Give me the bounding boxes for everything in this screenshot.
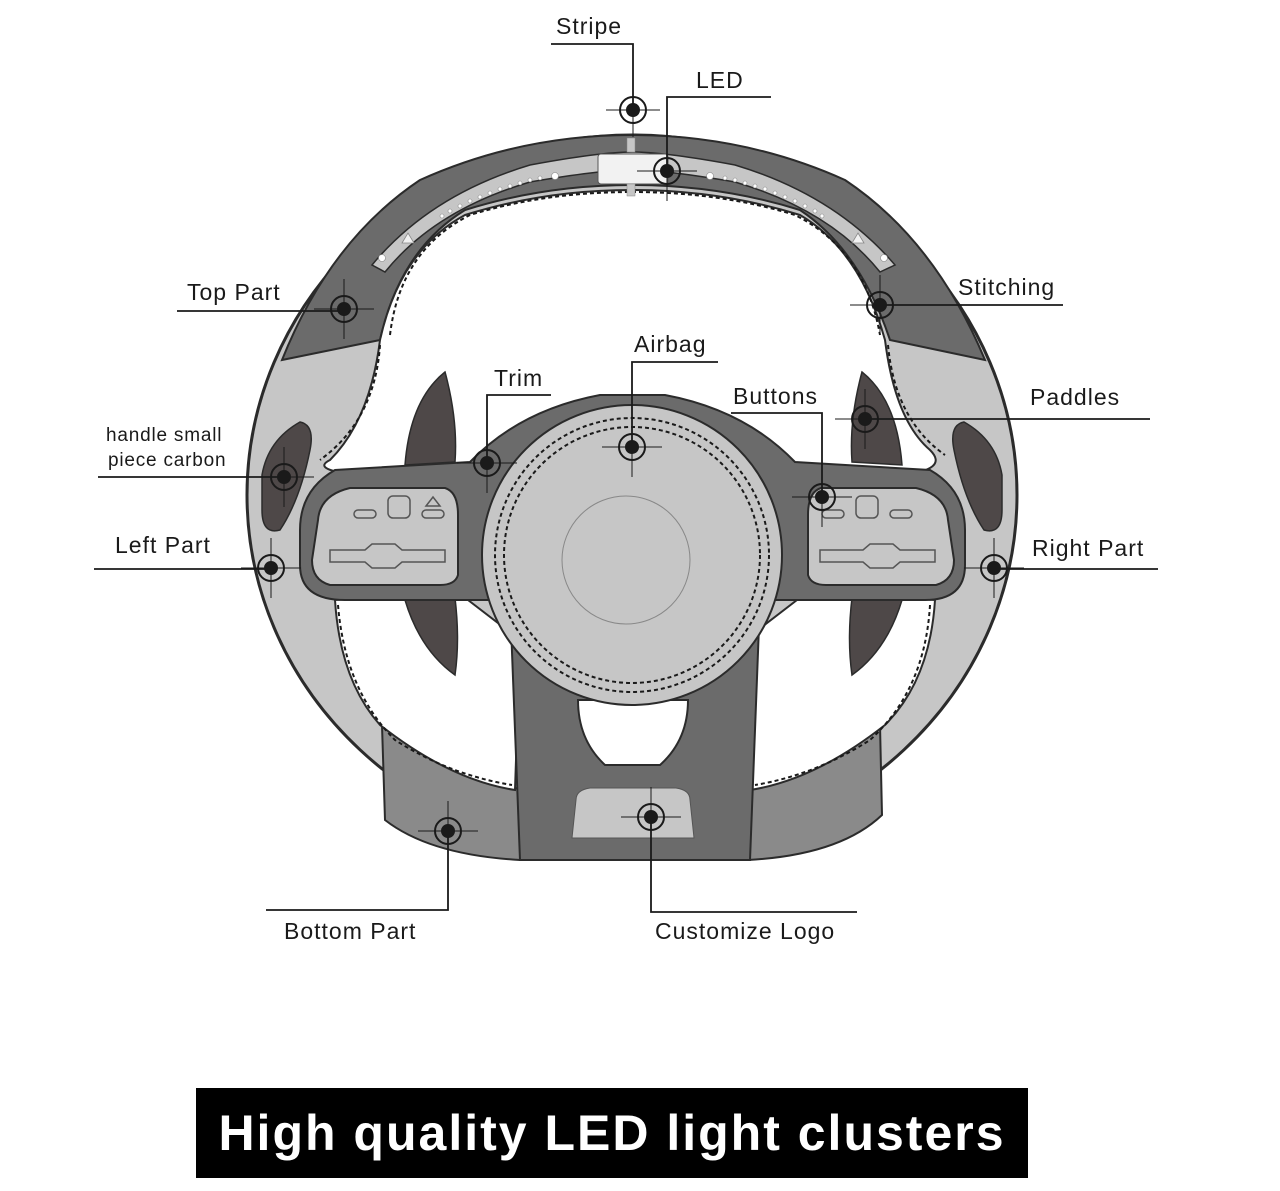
label-led: LED <box>696 67 744 93</box>
stitching-line-lower-left <box>337 604 513 786</box>
steering-wheel <box>245 133 1019 862</box>
wheel-inner-opening <box>323 188 937 476</box>
banner-text: High quality LED light clusters <box>218 1105 1006 1161</box>
stripe-mark <box>626 137 636 153</box>
rim-top-part <box>280 133 987 362</box>
label-right-part: Right Part <box>1032 535 1144 561</box>
paddle-left-upper <box>404 370 457 466</box>
label-bottom-part: Bottom Part <box>284 918 416 944</box>
paddle-left-lower <box>404 597 459 677</box>
button-panel-right <box>807 487 956 586</box>
marker-airbag <box>602 417 662 477</box>
label-buttons: Buttons <box>733 383 818 409</box>
label-stitching: Stitching <box>958 274 1055 300</box>
label-top-part: Top Part <box>187 279 281 305</box>
banner: High quality LED light clusters <box>196 1088 1028 1178</box>
marker-customize-logo <box>621 787 681 847</box>
wheel-inner-opening-lower <box>333 588 522 792</box>
marker-right-part <box>964 538 1024 598</box>
label-trim: Trim <box>494 365 543 391</box>
led-arrow-right <box>851 232 865 244</box>
wheel-inner-opening-lower-right <box>743 588 937 792</box>
led-arrow-left <box>401 232 415 244</box>
marker-stripe <box>606 83 660 137</box>
label-paddles: Paddles <box>1030 384 1120 410</box>
led-strip <box>370 151 897 273</box>
label-airbag: Airbag <box>634 331 706 357</box>
marker-left-part <box>241 538 301 598</box>
stitching-line-right <box>887 344 946 456</box>
paddle-right-lower <box>848 597 903 677</box>
marker-trim <box>457 433 517 493</box>
marker-bottom-part <box>418 801 478 861</box>
callout-labels: Stripe LED Top Part Stitching Airbag Tri… <box>106 13 1144 944</box>
marker-buttons <box>792 467 852 527</box>
marker-handle-carbon <box>254 447 314 507</box>
airbag-emblem <box>561 495 691 625</box>
handle-carbon-right <box>952 421 1003 532</box>
marker-stitching <box>850 275 910 335</box>
spoke-opening <box>576 699 690 766</box>
label-left-part: Left Part <box>115 532 211 558</box>
logo-plate <box>571 787 695 839</box>
label-handle-line1: handle small <box>106 425 222 446</box>
buttons-left <box>329 495 446 569</box>
label-handle-line2: piece carbon <box>108 450 226 471</box>
callout-markers <box>241 83 1024 861</box>
steering-wheel-diagram: Stripe LED Top Part Stitching Airbag Tri… <box>94 13 1158 944</box>
marker-top-part <box>314 279 374 339</box>
led-dots <box>378 172 888 262</box>
stitching-line-left <box>319 344 381 461</box>
label-stripe: Stripe <box>556 13 622 39</box>
label-customize-logo: Customize Logo <box>655 918 835 944</box>
stripe-mark-lower <box>626 183 636 197</box>
marker-paddles <box>835 389 895 449</box>
marker-led <box>637 141 697 201</box>
